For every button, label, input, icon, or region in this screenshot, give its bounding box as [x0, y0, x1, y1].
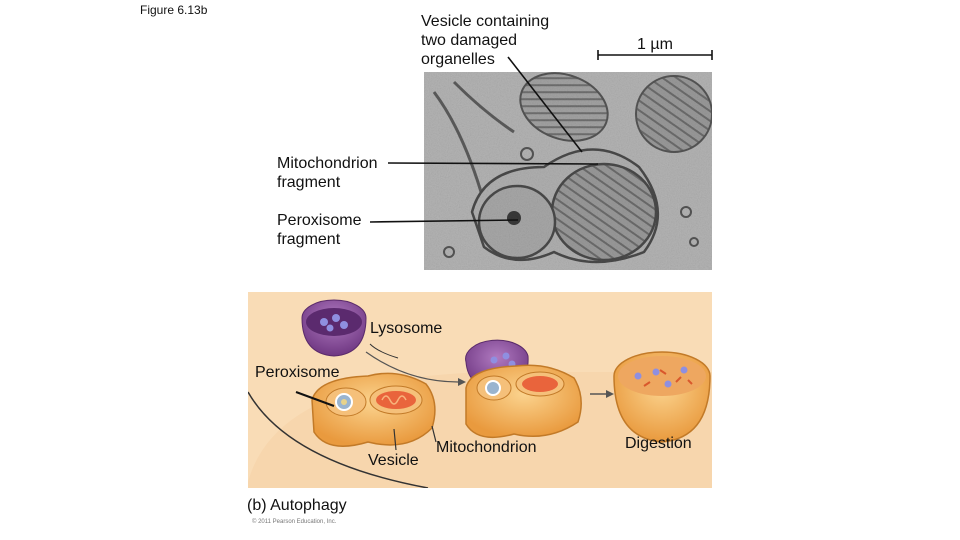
electron-micrograph — [424, 72, 712, 270]
mito-fragment-line-2: fragment — [277, 174, 341, 191]
vesicle-label-line-3: organelles — [421, 51, 495, 68]
peroxisome-label: Peroxisome — [255, 364, 340, 381]
fusion-vesicle-icon — [465, 339, 582, 439]
vesicle-label-line-1: Vesicle containing — [421, 13, 550, 30]
autophagy-diagram — [248, 292, 712, 488]
vesicle-label-line-2: two damaged — [421, 32, 518, 49]
scale-bar-label: 1 µm — [637, 36, 673, 53]
peroxisome-fragment-label: Peroxisome fragment — [277, 211, 361, 249]
perox-fragment-line-1: Peroxisome — [277, 212, 362, 229]
vesicle-containing-label: Vesicle containing two damaged organelle… — [421, 12, 549, 69]
forming-vesicle-icon — [311, 372, 436, 447]
figure-caption: (b) Autophagy — [247, 497, 347, 514]
vesicle-label: Vesicle — [368, 452, 419, 469]
lysosome-label: Lysosome — [370, 320, 443, 337]
mitochondrion-label: Mitochondrion — [436, 439, 537, 456]
perox-fragment-line-2: fragment — [277, 231, 341, 248]
micrograph-mitochondrion-top-right — [635, 75, 712, 153]
digestion-vesicle-icon — [613, 351, 711, 443]
mitochondrion-fragment-label: Mitochondrion fragment — [277, 154, 378, 192]
mito-fragment-line-1: Mitochondrion — [277, 155, 378, 172]
micrograph-mitochondrion-fragment — [550, 162, 658, 262]
micrograph-peroxisome-core — [507, 211, 521, 225]
figure-label: Figure 6.13b — [140, 3, 208, 17]
copyright-notice: © 2011 Pearson Education, Inc. — [252, 519, 337, 525]
digestion-label: Digestion — [625, 435, 692, 452]
lysosome-icon — [301, 299, 367, 357]
